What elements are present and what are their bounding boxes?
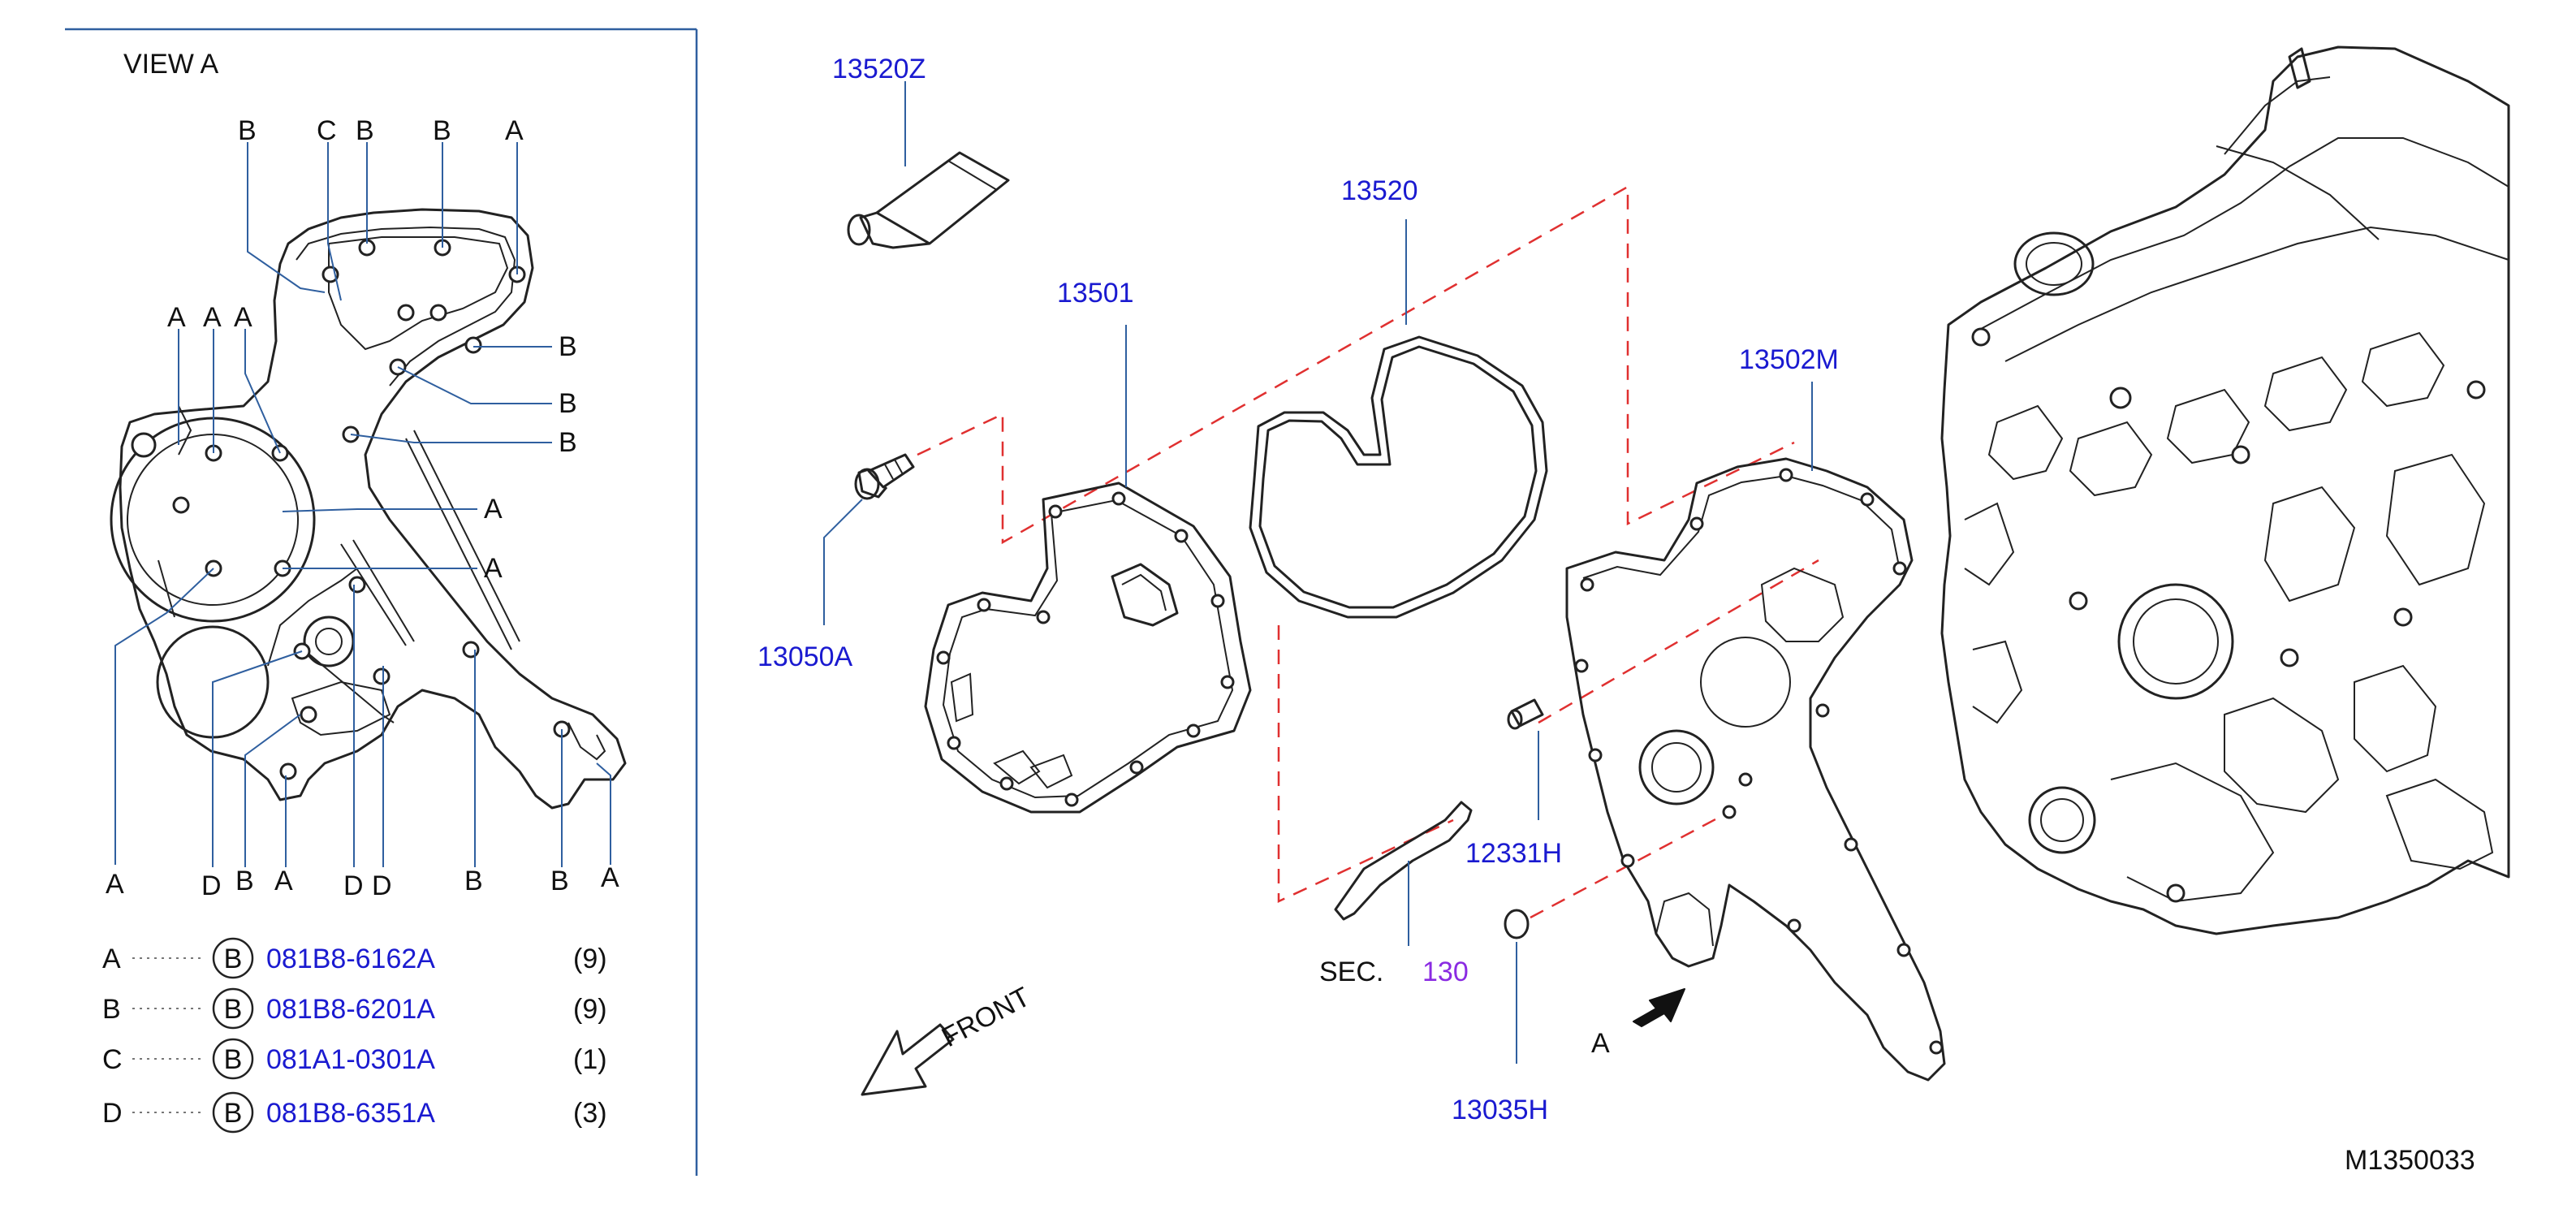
- label-bottom-d3: D: [372, 870, 392, 901]
- alignment-guides: [917, 184, 1819, 919]
- view-a-labels: B C B B A A A A B B B A A A D B A D D B …: [106, 115, 619, 901]
- legend-circle: [212, 937, 254, 979]
- front-label: FRONT: [937, 982, 1035, 1054]
- legend-qty: (1): [573, 1044, 607, 1075]
- section-ref-number[interactable]: 130: [1422, 957, 1469, 987]
- label-right-a1: A: [484, 494, 503, 525]
- label-right-a2: A: [484, 553, 503, 584]
- legend-part-number[interactable]: 081B8-6201A: [266, 994, 435, 1025]
- legend-row-a: A B 081B8-6162A (9): [102, 937, 607, 979]
- bolt: [854, 453, 915, 500]
- part-13501-label[interactable]: 13501: [1057, 278, 1134, 309]
- section-ref-label: SEC.: [1319, 957, 1383, 987]
- legend-circle-letter: B: [224, 1044, 243, 1075]
- label-bottom-a2: A: [274, 866, 293, 896]
- label-right-b2: B: [559, 388, 577, 419]
- view-a-leaders: [114, 142, 611, 867]
- rear-timing-cover: [1565, 457, 1946, 1082]
- label-right-b3: B: [559, 427, 577, 458]
- legend-part-number[interactable]: 081A1-0301A: [266, 1044, 435, 1075]
- exploded-view: 13520Z 13050A: [757, 45, 2510, 1176]
- chain-guide: [1334, 801, 1473, 921]
- diagram-code: M1350033: [2345, 1145, 2475, 1176]
- part-13520z-label[interactable]: 13520Z: [832, 54, 926, 84]
- view-arrow-icon: [1633, 988, 1685, 1027]
- legend-key: C: [102, 1044, 123, 1075]
- legend-part-number[interactable]: 081B8-6351A: [266, 1098, 435, 1129]
- part-13035h-label[interactable]: 13035H: [1452, 1095, 1548, 1125]
- view-title: VIEW A: [123, 49, 218, 80]
- label-top-b3: B: [433, 115, 451, 146]
- view-a-indicator: A: [1591, 988, 1685, 1059]
- label-top-b2: B: [356, 115, 374, 146]
- legend-row-d: D B 081B8-6351A (3): [102, 1091, 607, 1134]
- legend-key: A: [102, 944, 121, 974]
- legend-circle-letter: B: [224, 994, 243, 1025]
- part-13502m-label[interactable]: 13502M: [1739, 344, 1839, 375]
- view-a-panel: VIEW A: [65, 28, 698, 1176]
- label-left-a2: A: [203, 302, 222, 333]
- legend-circle-letter: B: [224, 1098, 243, 1129]
- label-bottom-d1: D: [201, 870, 222, 901]
- sealant-tube: [847, 151, 1010, 249]
- dowel-pin: [1507, 698, 1544, 730]
- label-bottom-a1: A: [106, 869, 124, 900]
- bolt-legend: A B 081B8-6162A (9) B B 081B8-6201A (9) …: [102, 937, 607, 1134]
- plug: [1504, 909, 1530, 939]
- label-bottom-b3: B: [550, 866, 569, 896]
- legend-qty: (9): [573, 994, 607, 1025]
- front-arrow-icon: [861, 1023, 955, 1096]
- engine-block: [1940, 45, 2510, 935]
- legend-key: B: [102, 994, 121, 1025]
- legend-key: D: [102, 1098, 123, 1129]
- front-direction-indicator: FRONT: [861, 982, 1035, 1096]
- legend-qty: (3): [573, 1098, 607, 1129]
- legend-circle: [212, 1091, 254, 1134]
- legend-circle: [212, 1038, 254, 1080]
- label-right-b1: B: [559, 331, 577, 362]
- label-top-b1: B: [238, 115, 257, 146]
- front-cover: [924, 482, 1252, 814]
- label-bottom-b2: B: [464, 866, 483, 896]
- label-top-c: C: [317, 115, 337, 146]
- legend-row-c: C B 081A1-0301A (1): [102, 1038, 607, 1080]
- legend-circle: [212, 987, 254, 1030]
- legend-row-b: B B 081B8-6201A (9): [102, 987, 607, 1030]
- legend-qty: (9): [573, 944, 607, 974]
- part-13520-label[interactable]: 13520: [1341, 175, 1418, 206]
- part-12331h-label[interactable]: 12331H: [1465, 838, 1562, 869]
- label-top-a: A: [505, 115, 524, 146]
- label-bottom-b1: B: [235, 866, 254, 896]
- legend-part-number[interactable]: 081B8-6162A: [266, 944, 435, 974]
- label-bottom-a3: A: [601, 862, 619, 893]
- view-arrow-label: A: [1591, 1028, 1610, 1059]
- rear-cover-gasket: [1249, 335, 1548, 619]
- label-bottom-d2: D: [343, 870, 364, 901]
- part-13050a-label[interactable]: 13050A: [757, 641, 853, 672]
- legend-circle-letter: B: [224, 944, 243, 974]
- label-left-a1: A: [167, 302, 186, 333]
- label-left-a3: A: [234, 302, 252, 333]
